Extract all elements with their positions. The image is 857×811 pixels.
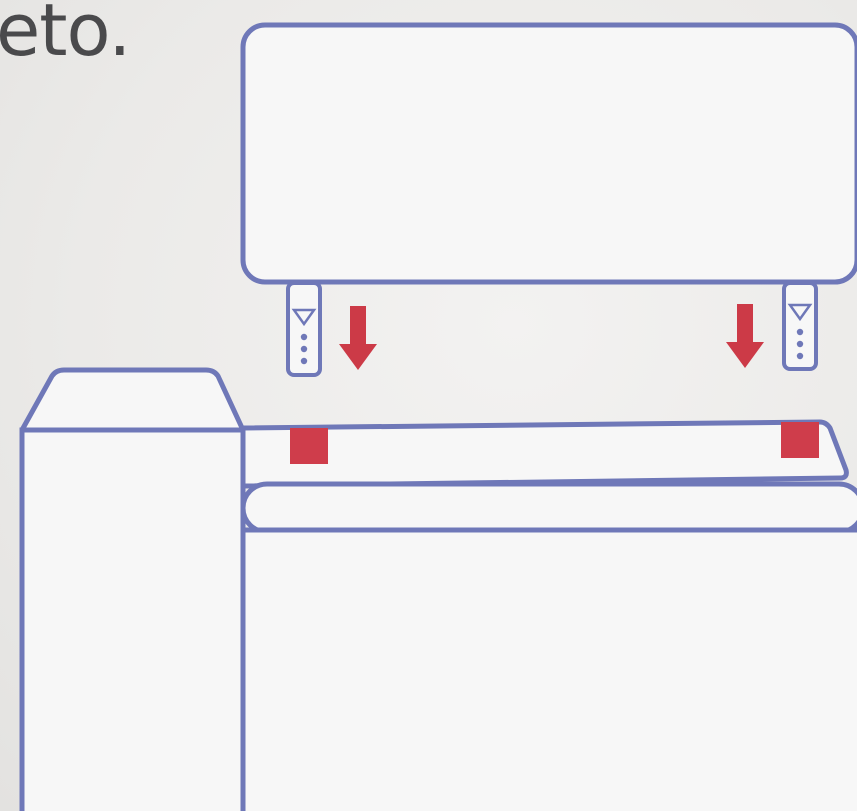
mount-point-left: [290, 428, 328, 464]
bed-frame-top: [240, 419, 849, 489]
side-block-top: [19, 367, 246, 433]
bed-body: [240, 527, 857, 811]
caption-text-fragment: eto.: [0, 0, 131, 72]
bracket-left-icon: [286, 281, 322, 377]
mount-point-right: [781, 422, 819, 458]
mattress-rim: [240, 481, 857, 535]
arrow-down-left-icon: [339, 306, 377, 370]
bracket-right-icon: [782, 281, 818, 371]
arrow-down-right-icon: [726, 304, 764, 368]
side-block-body: [19, 427, 246, 811]
headboard-panel: [240, 22, 857, 285]
